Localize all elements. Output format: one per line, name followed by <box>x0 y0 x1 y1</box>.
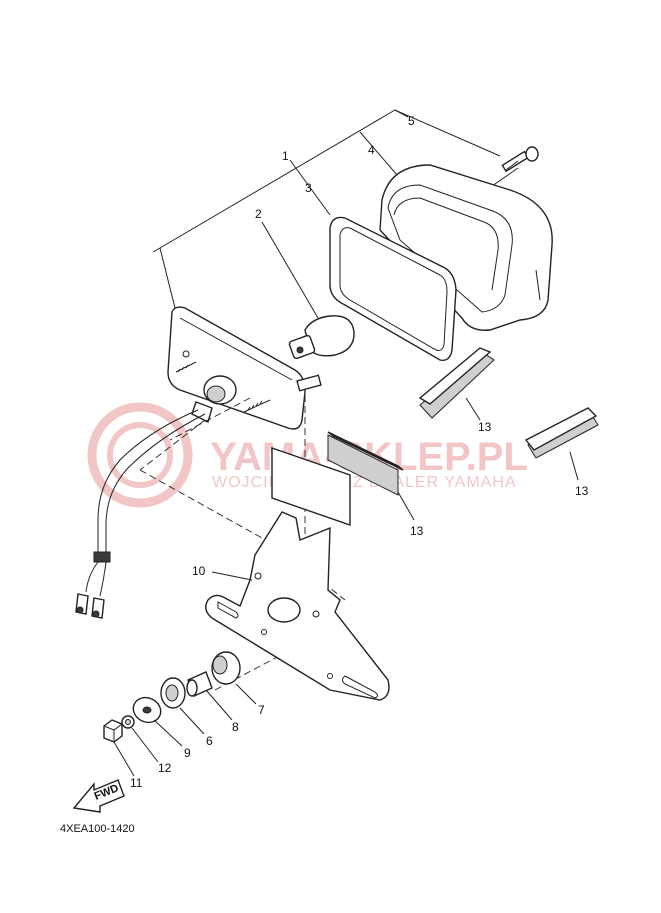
callout-13-right: 13 <box>575 484 589 498</box>
reflector-pads <box>271 347 599 526</box>
nut-part <box>103 719 123 743</box>
callout-2: 2 <box>255 207 262 221</box>
callout-8: 8 <box>232 720 239 734</box>
taillight-base-part <box>75 306 322 619</box>
callout-labels: 5 4 1 3 2 13 13 13 10 7 8 6 9 12 11 <box>130 114 589 790</box>
screw-part <box>491 146 539 187</box>
gasket-part <box>329 216 457 361</box>
diagram-code: 4XEA100-1420 <box>60 823 135 835</box>
callout-13-lower: 13 <box>410 524 424 538</box>
lock-washer-part <box>121 715 135 729</box>
bracket-part <box>205 511 390 701</box>
callout-1: 1 <box>282 149 289 163</box>
group-bracket-lines <box>152 109 501 319</box>
callout-11: 11 <box>130 776 143 790</box>
callout-7: 7 <box>258 703 265 717</box>
lens-housing-part <box>379 164 553 331</box>
callout-6: 6 <box>206 734 213 748</box>
grommet-part <box>211 651 241 685</box>
callout-leader-lines <box>113 397 579 777</box>
callout-10: 10 <box>192 564 206 578</box>
callout-4: 4 <box>368 143 375 157</box>
flat-washer-part <box>132 696 162 724</box>
callout-12: 12 <box>158 761 172 775</box>
callout-3: 3 <box>305 181 312 195</box>
fwd-arrow-icon: FWD <box>72 779 125 813</box>
rubber-washer-part <box>160 677 186 709</box>
bulb-part <box>288 315 355 360</box>
callout-5: 5 <box>408 114 415 128</box>
callout-9: 9 <box>184 746 191 760</box>
callout-13-upper: 13 <box>478 420 492 434</box>
